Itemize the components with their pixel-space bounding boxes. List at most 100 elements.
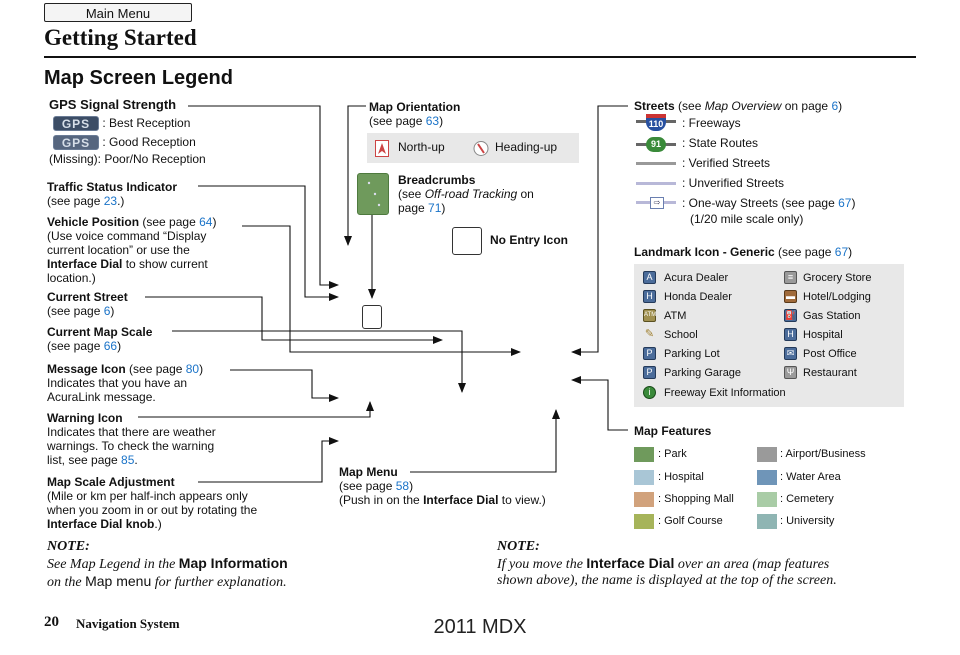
feature-water: : Water Area: [780, 471, 841, 483]
features-label: Map Features: [634, 424, 712, 438]
note-left-l2-norm: Map menu: [85, 573, 152, 589]
gps-label: GPS Signal Strength: [49, 97, 177, 112]
breadcrumbs-label: Breadcrumbs: [398, 173, 476, 187]
message-page-link[interactable]: 80: [185, 362, 200, 376]
map-scale-label: Current Map Scale: [47, 325, 153, 339]
map-menu-line2-post: to view.): [498, 493, 546, 507]
map-menu-page-link[interactable]: 58: [395, 479, 410, 493]
north-up-label: North-up: [398, 140, 445, 154]
breadcrumbs-line1-ital: Off-road Tracking: [424, 187, 518, 201]
post-office-icon: ✉: [784, 347, 797, 360]
current-street-ref-pre: (see page: [47, 304, 104, 318]
breadcrumbs-line1-pre: (see: [398, 187, 425, 201]
note-left-l2-ital: for further explanation.: [151, 575, 287, 590]
gas-station-icon: ⛽: [784, 309, 797, 322]
verified-street-line: [636, 162, 676, 165]
unverified-street-line: [636, 182, 676, 185]
note-right-l1-post: over an area (map features: [674, 557, 830, 572]
feature-university: : University: [780, 515, 835, 527]
landmark-atm: ATM: [664, 310, 687, 322]
landmark-page-link[interactable]: 67: [834, 245, 849, 259]
parking-garage-icon: P: [643, 366, 656, 379]
landmark-ref-pre: (see page: [774, 245, 835, 259]
hotel-icon: ▬: [784, 290, 797, 303]
scale-adjust-callout: Map Scale Adjustment (Mile or km per hal…: [47, 475, 257, 531]
scale-adjust-line3-bold: Interface Dial knob: [47, 517, 155, 531]
hospital-icon: H: [784, 328, 797, 341]
map-menu-callout: Map Menu (see page 58) (Push in on the I…: [339, 465, 546, 507]
scale-adjust-line3-rest: .): [154, 517, 162, 531]
page-number: 20: [44, 614, 59, 630]
current-street-page-link[interactable]: 6: [103, 304, 111, 318]
park-swatch: [634, 447, 654, 462]
scale-adjust-label: Map Scale Adjustment: [47, 475, 175, 489]
gps-best-text: : Best Reception: [102, 116, 191, 130]
streets-ref-ital: Map Overview: [704, 99, 782, 113]
feature-cemetery: : Cemetery: [780, 493, 834, 505]
landmark-label: Landmark Icon - Generic: [634, 245, 775, 259]
message-label: Message Icon: [47, 362, 126, 376]
one-way-pre: : One-way Streets (see page: [682, 196, 839, 210]
freeway-exit-icon: i: [643, 386, 656, 399]
streets-page-link[interactable]: 6: [831, 99, 839, 113]
landmark-ref-post: ): [848, 245, 853, 259]
map-scale-page-link[interactable]: 66: [103, 339, 118, 353]
mall-swatch: [634, 492, 654, 507]
landmark-hospital: Hospital: [803, 329, 843, 341]
breadcrumbs-line2-post: ): [441, 201, 446, 215]
footer-title: Navigation System: [76, 616, 180, 631]
page-title: Getting Started: [44, 25, 197, 50]
vehicle-page-link[interactable]: 64: [199, 215, 213, 229]
current-street-callout: Current Street (see page 6): [47, 290, 128, 318]
vehicle-label: Vehicle Position: [47, 215, 140, 229]
map-icon-placeholder: [362, 305, 382, 329]
one-way-note: (1/20 mile scale only): [690, 212, 804, 226]
traffic-ref-pre: (see page: [47, 194, 104, 208]
landmark-hotel: Hotel/Lodging: [803, 291, 871, 303]
gps-best-row: GPS : Best Reception: [53, 116, 191, 132]
warning-page-link[interactable]: 85: [121, 453, 135, 467]
orientation-page-link[interactable]: 63: [425, 114, 440, 128]
streets-label: Streets: [634, 99, 675, 113]
note-right-l1-ital: If you move the: [497, 557, 587, 572]
hospital-swatch: [634, 470, 654, 485]
landmark-parking-lot: Parking Lot: [664, 348, 720, 360]
landmark-restaurant: Restaurant: [803, 367, 857, 379]
atm-icon: ATM: [643, 309, 656, 322]
note-right-l1-bold: Interface Dial: [586, 555, 675, 571]
orientation-label: Map Orientation: [369, 100, 461, 114]
orientation-callout: Map Orientation (see page 63): [369, 100, 460, 128]
map-scale-ref-post: ): [117, 339, 122, 353]
landmark-freeway-exit: Freeway Exit Information: [664, 387, 786, 399]
university-swatch: [757, 514, 777, 529]
landmark-parking-garage: Parking Garage: [664, 367, 742, 379]
current-street-ref-post: ): [110, 304, 115, 318]
landmark-post-office: Post Office: [803, 348, 857, 360]
breadcrumbs-line1-post: on: [517, 187, 534, 201]
heading-up-icon: [473, 140, 489, 157]
note-right-head: NOTE:: [497, 539, 540, 554]
water-swatch: [757, 470, 777, 485]
acura-dealer-icon: A: [643, 271, 656, 284]
traffic-page-link[interactable]: 23: [103, 194, 118, 208]
no-entry-label: No Entry Icon: [490, 233, 569, 247]
vehicle-callout: Vehicle Position (see page 64) (Use voic…: [47, 215, 257, 285]
vehicle-line3-rest: to show current: [122, 257, 208, 271]
feature-park: : Park: [658, 448, 687, 460]
map-menu-ref-pre: (see page: [339, 479, 396, 493]
main-menu-button[interactable]: Main Menu: [44, 3, 192, 22]
feature-hospital: : Hospital: [658, 471, 704, 483]
one-way-text: : One-way Streets (see page 67): [682, 196, 855, 210]
message-ref-pre: (see page: [125, 362, 186, 376]
vehicle-line4: location.): [47, 271, 96, 285]
one-way-page-link[interactable]: 67: [838, 196, 852, 210]
golf-swatch: [634, 514, 654, 529]
map-menu-line2-bold: Interface Dial: [423, 493, 499, 507]
north-up-icon: [375, 140, 389, 157]
breadcrumbs-page-link[interactable]: 71: [428, 201, 442, 215]
vehicle-line2: current location” or use the: [47, 243, 190, 257]
streets-ref-mid: on page: [781, 99, 832, 113]
current-street-label: Current Street: [47, 290, 128, 304]
orientation-ref-post: ): [439, 114, 444, 128]
landmark-panel: A Acura Dealer ≡ Grocery Store H Honda D…: [634, 264, 904, 407]
